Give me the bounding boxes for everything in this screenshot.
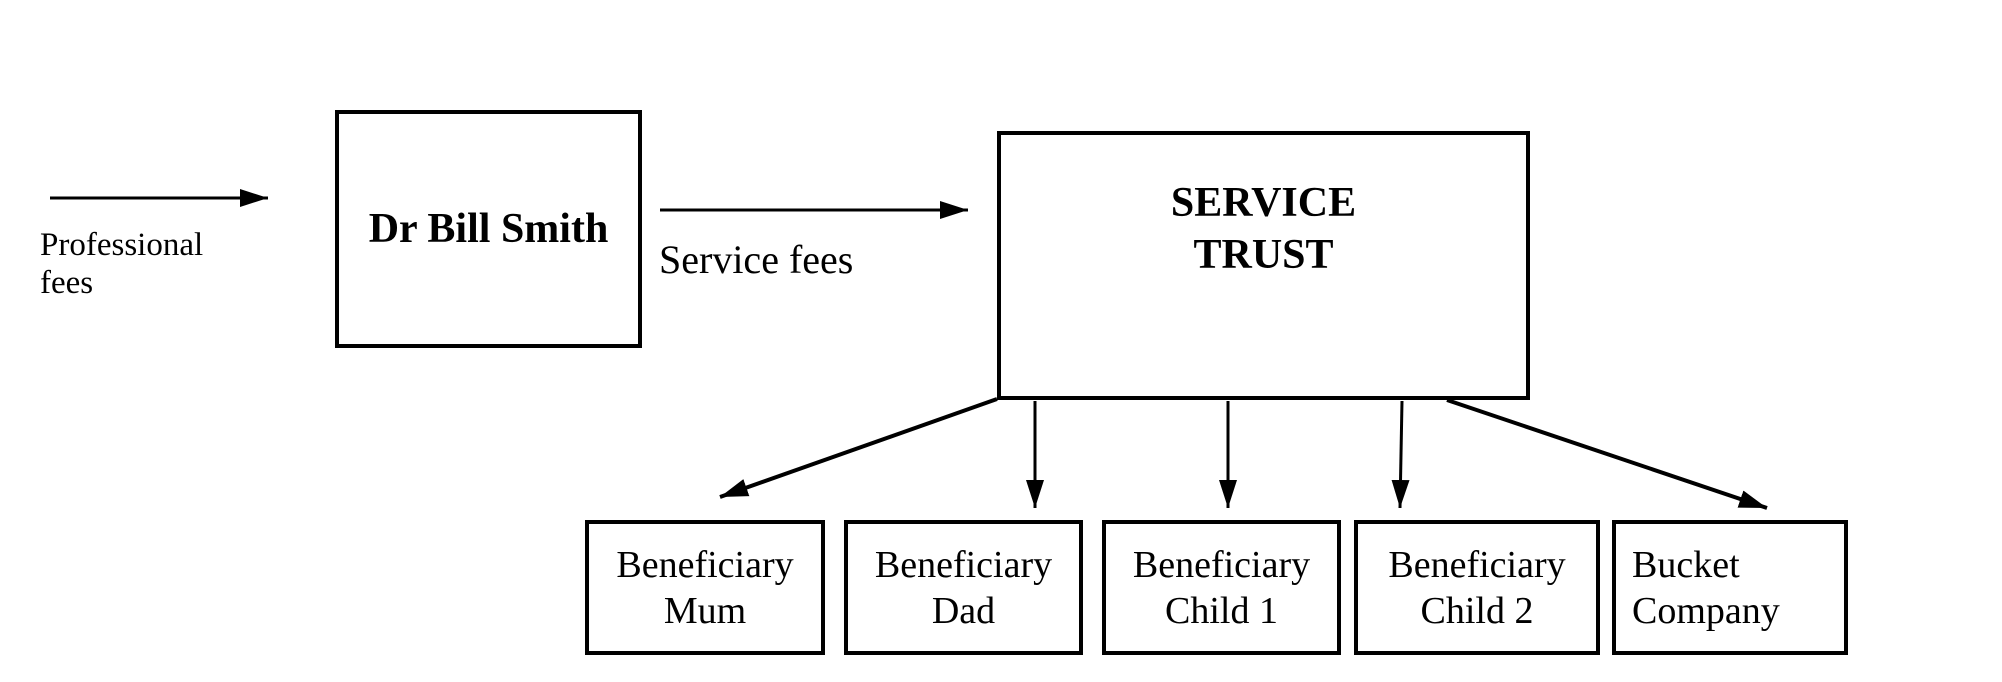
- bucket-company-label: Bucket Company: [1632, 543, 1780, 632]
- beneficiary-child2-node: Beneficiary Child 2: [1354, 520, 1600, 655]
- beneficiary-child2-label: Beneficiary Child 2: [1388, 543, 1566, 632]
- beneficiary-mum-label: Beneficiary Mum: [616, 543, 794, 632]
- service-fees-label: Service fees: [659, 237, 854, 282]
- beneficiary-child1-label: Beneficiary Child 1: [1132, 543, 1311, 632]
- beneficiary-child1-node: Beneficiary Child 1: [1102, 520, 1341, 655]
- trust-to-child2-arrow: [1391, 400, 1410, 509]
- practitioner-node: Dr Bill Smith: [335, 110, 642, 348]
- practitioner-label: Dr Bill Smith: [368, 206, 609, 252]
- service-trust-node: SERVICE TRUST: [997, 131, 1530, 400]
- bucket-company-node: Bucket Company: [1612, 520, 1848, 655]
- beneficiary-dad-node: Beneficiary Dad: [844, 520, 1083, 655]
- trust-to-bucket-arrow: [1446, 398, 1768, 510]
- service-trust-label: SERVICE TRUST: [1170, 180, 1357, 278]
- professional-fees-label: Professional fees: [40, 227, 204, 301]
- beneficiary-dad-label: Beneficiary Dad: [874, 543, 1053, 632]
- trust-to-mum-arrow: [719, 397, 998, 499]
- beneficiary-mum-node: Beneficiary Mum: [585, 520, 825, 655]
